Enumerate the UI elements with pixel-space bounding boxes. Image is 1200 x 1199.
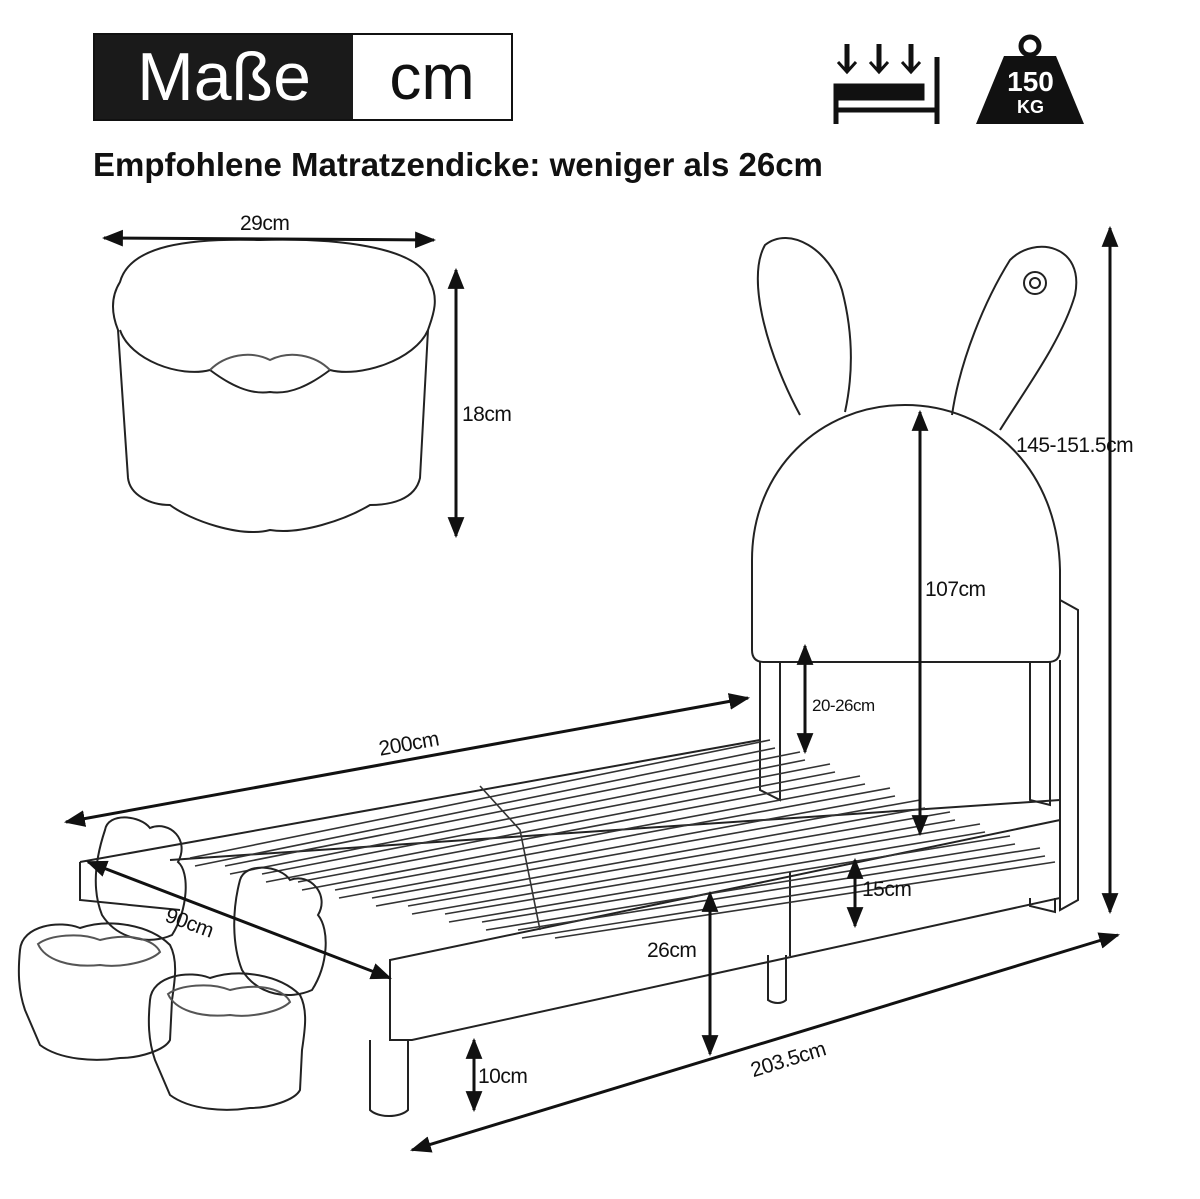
weight-unit: KG	[1017, 97, 1044, 117]
title-box: Maße cm	[93, 33, 513, 121]
leg-height-label: 10cm	[478, 1065, 528, 1088]
stool-width-label: 29cm	[240, 212, 290, 235]
storage-stools-drawing	[17, 816, 327, 1111]
weight-value: 150	[1007, 66, 1054, 97]
stool-height-label: 18cm	[462, 403, 512, 426]
mattress-gap-label: 20-26cm	[812, 696, 875, 715]
mattress-load-icon	[833, 44, 940, 124]
mattress-recommendation: Empfohlene Matratzendicke: weniger als 2…	[93, 146, 823, 183]
headboard-height-label: 107cm	[925, 578, 986, 601]
unit-label: cm	[389, 41, 475, 113]
stool-width-arrow	[101, 229, 437, 249]
bed-height-label: 26cm	[647, 939, 697, 962]
length-arrow	[63, 693, 751, 827]
width-arrow	[86, 860, 392, 980]
bed-frame-drawing	[79, 739, 1061, 1117]
stool-drawing	[112, 238, 436, 533]
weight-icon	[976, 34, 1084, 124]
title-label: Maße	[95, 35, 353, 119]
frame-height-label: 15cm	[862, 878, 912, 901]
slats	[189, 739, 1056, 939]
total-length-arrow	[409, 932, 1121, 1153]
total-height-label: 145-151.5cm	[1016, 434, 1134, 457]
weight-badge: 150 KG	[978, 38, 1083, 126]
